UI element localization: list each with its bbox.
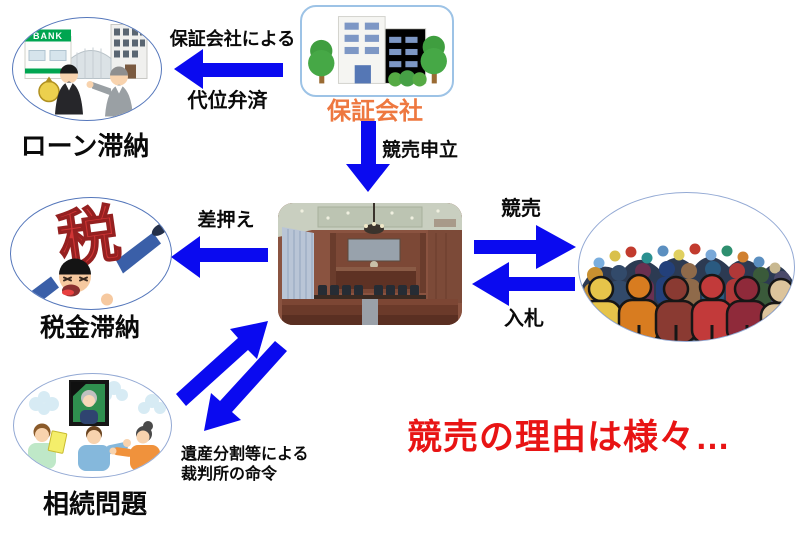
bid-arrow bbox=[472, 262, 575, 306]
court-order-arrow-down bbox=[204, 341, 287, 431]
crowd-illustration bbox=[579, 243, 794, 341]
court-order-label-line2: 裁判所の命令 bbox=[181, 466, 278, 483]
court-order-arrow-up bbox=[176, 321, 268, 406]
auction-label: 競売 bbox=[501, 198, 541, 220]
seizure-label: 差押え bbox=[197, 210, 255, 231]
auction-arrow bbox=[474, 225, 576, 269]
guarantee-company-label: 保証会社 bbox=[327, 98, 423, 125]
loan-delinquency-label: ローン滞納 bbox=[20, 131, 150, 161]
loan-delinquency-node: BANK bbox=[12, 17, 162, 121]
subrogation-label-line2: 代位弁済 bbox=[187, 90, 268, 112]
bank-scene-illustration: BANK bbox=[24, 24, 148, 117]
family-dispute-illustration bbox=[28, 380, 166, 471]
auction-petition-label: 競売申立 bbox=[382, 140, 459, 161]
tax-delinquency-node: 税 bbox=[10, 197, 172, 310]
office-building-icon bbox=[308, 16, 447, 87]
inheritance-problem-label: 相続問題 bbox=[42, 489, 147, 519]
tax-delinquency-label: 税金滞納 bbox=[39, 314, 140, 342]
guarantee-company-node bbox=[300, 5, 454, 97]
courtroom-photo bbox=[278, 203, 462, 325]
tax-crush-illustration: 税 bbox=[27, 199, 169, 306]
diagram-title: 競売の理由は様々… bbox=[407, 418, 732, 457]
bid-label: 入札 bbox=[504, 308, 544, 330]
bidders-crowd-node bbox=[578, 192, 795, 342]
seizure-arrow bbox=[171, 236, 268, 278]
court-order-label-line1: 遺産分割等による bbox=[181, 446, 309, 463]
subrogation-label-line1: 保証会社による bbox=[169, 29, 296, 49]
inheritance-problem-node bbox=[13, 373, 172, 478]
courtroom-image bbox=[278, 203, 462, 325]
subrogation-arrow bbox=[174, 49, 283, 89]
bank-sign-text: BANK bbox=[33, 31, 63, 41]
